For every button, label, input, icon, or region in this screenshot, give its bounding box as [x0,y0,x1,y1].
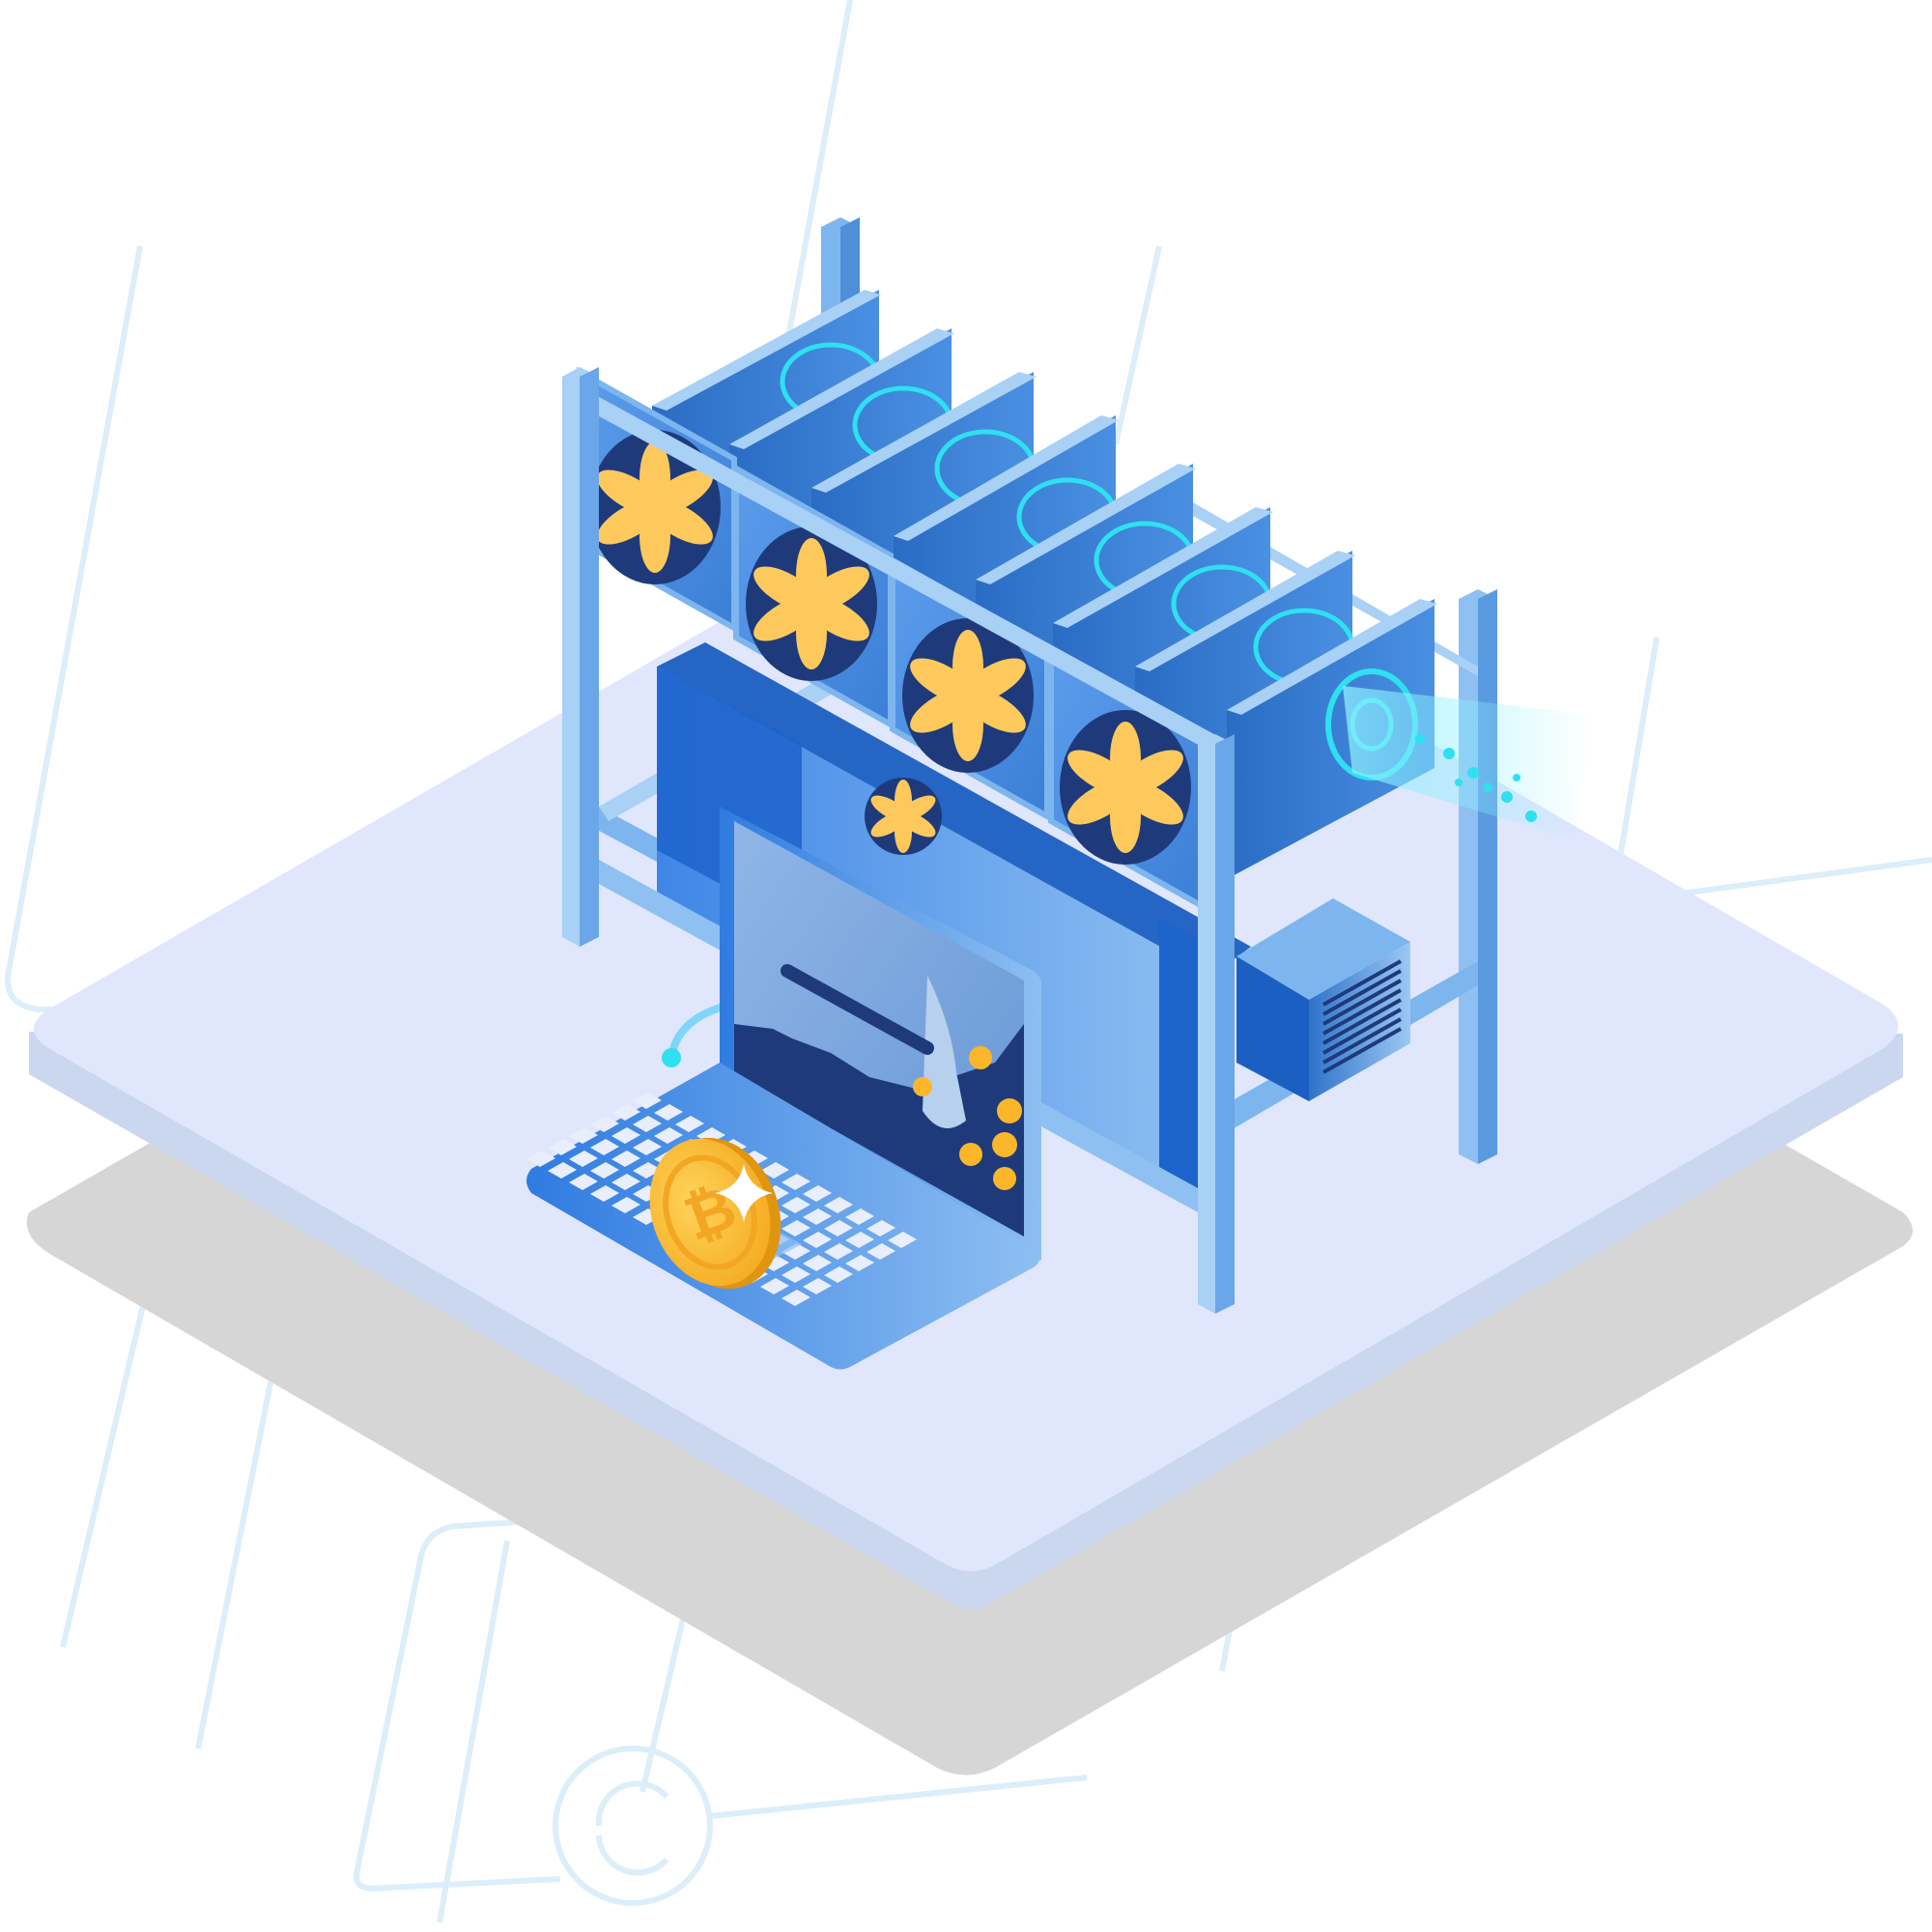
keyboard-key [548,1162,577,1179]
keyboard-key [590,1162,619,1179]
keyboard-key [590,1116,619,1132]
cooling-fan-icon [589,430,721,584]
keyboard-key [569,1174,598,1190]
circuit-line [5,245,145,1012]
cooling-fan-icon [902,618,1034,773]
keyboard-key [611,1151,640,1167]
keyboard-key [611,1197,640,1213]
cooling-fan-icon [1060,710,1191,865]
keyboard-key [760,1162,789,1179]
circuit-node [553,1746,713,1906]
screen-coins [913,1046,1022,1190]
screen-progress-bar [781,964,934,1055]
keyboard-key [781,1266,810,1283]
cpu-fan-icon [865,778,942,855]
gpu-fan-panel [1048,646,1208,914]
keyboard-key [760,1278,789,1294]
keyboard-key [654,1104,683,1121]
keyboard-key [611,1127,640,1144]
keyboard-key [548,1139,577,1155]
airflow-beam [1343,686,1594,840]
keyboard-key [590,1139,619,1155]
keyboard-key [611,1174,640,1190]
cable-node [662,1048,681,1067]
cooling-fan-icon [746,526,877,681]
power-supply-unit [1236,898,1410,1101]
keyboard-key [590,1185,619,1202]
keyboard-key [803,1232,832,1248]
psu-vent-icon [1322,959,1402,1074]
sparkle-icon [715,1164,773,1222]
keyboard-key [675,1116,704,1132]
keyboard-key [803,1185,832,1202]
keyboard-key [781,1243,810,1260]
circuit-line [1113,245,1162,445]
keyboard-key [824,1220,853,1236]
keyboard-key [654,1127,683,1144]
keyboard-key [781,1174,810,1190]
keyboard-key [824,1266,853,1283]
keyboard-key [845,1255,874,1271]
keyboard-key [803,1208,832,1225]
keyboard-key [611,1104,640,1121]
gpu-fan-panel [577,366,737,634]
keyboard-key [569,1127,598,1144]
keyboard-key [824,1197,853,1213]
keyboard-key [845,1208,874,1225]
gpu-fan-panel [733,463,894,730]
keyboard-key [803,1255,832,1271]
keyboard-key [845,1232,874,1248]
keyboard-key [633,1093,662,1109]
keyboard-key [781,1290,810,1306]
screen-graphic-accent [923,976,966,1128]
keyboard-key [526,1151,555,1167]
keyboard-key [569,1151,598,1167]
circuit-line [437,1540,510,1923]
keyboard-key [633,1116,662,1132]
circuit-line [784,0,853,344]
keyboard-key [781,1197,810,1213]
keyboard-key [888,1232,917,1248]
keyboard-key [633,1162,662,1179]
circuit-line [1680,857,1932,896]
circuit-line [709,1775,1088,1819]
keyboard-key [803,1278,832,1294]
keyboard-key [633,1139,662,1155]
keyboard-key [867,1220,895,1236]
keyboard-key [781,1220,810,1236]
keyboard-key [867,1243,895,1260]
keyboard-key [824,1243,853,1260]
airflow-particles [1415,734,1537,822]
